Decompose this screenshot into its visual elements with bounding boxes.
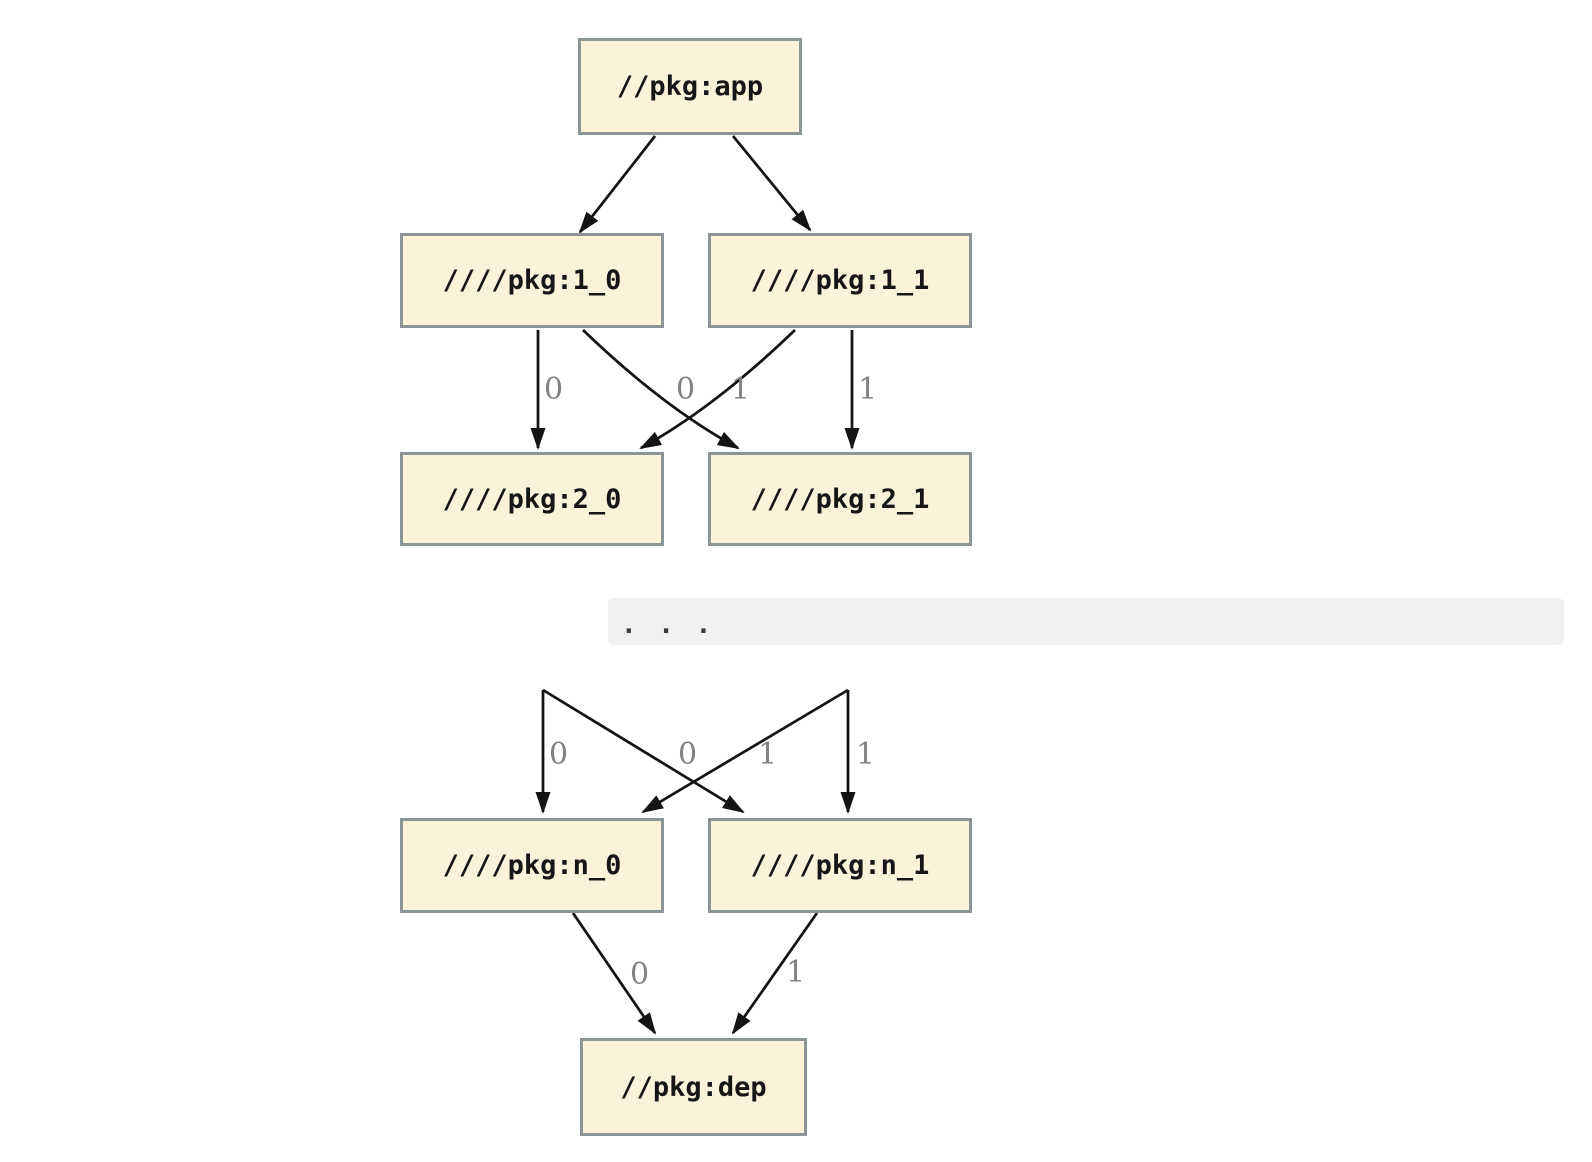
edge-label-ellipsis-n_0-b: 0: [678, 737, 698, 772]
edge-1_0-to-2_1: [582, 329, 740, 450]
edge-label-ellipsis-n_0-a: 0: [549, 737, 569, 772]
node-2_1: ////pkg:2_1: [708, 452, 972, 546]
edge-ellipsis-to-n_0-cross: [641, 688, 849, 814]
node-n_0: ////pkg:n_0: [400, 818, 664, 913]
edge-label-ellipsis-n_1-a: 1: [758, 737, 778, 772]
node-n_1: ////pkg:n_1: [708, 818, 972, 913]
edge-label-1_1-2_0: 0: [676, 372, 696, 407]
node-1_1: ////pkg:1_1: [708, 233, 972, 328]
edge-label-1_1-2_1: 1: [858, 372, 878, 407]
edge-ellipsis-to-n_1-cross: [542, 688, 745, 814]
node-app-label: //pkg:app: [616, 71, 764, 102]
node-1_0-label: ////pkg:1_0: [442, 265, 622, 296]
edge-app-to-1_1: [731, 135, 812, 232]
edge-label-n_0-dep: 0: [630, 957, 650, 992]
edge-label-n_1-dep: 1: [786, 955, 806, 990]
node-2_0: ////pkg:2_0: [400, 452, 664, 546]
node-1_0: ////pkg:1_0: [400, 233, 664, 328]
ellipsis-band: . . .: [608, 598, 1564, 645]
edge-1_1-to-2_0: [639, 329, 796, 450]
ellipsis-dots: . . .: [621, 609, 715, 640]
node-1_1-label: ////pkg:1_1: [750, 265, 930, 296]
edge-app-to-1_0: [578, 135, 657, 234]
node-2_1-label: ////pkg:2_1: [750, 483, 930, 515]
node-n_0-label: ////pkg:n_0: [442, 850, 622, 881]
node-n_1-label: ////pkg:n_1: [750, 850, 930, 881]
node-dep: //pkg:dep: [580, 1038, 807, 1136]
node-dep-label: //pkg:dep: [620, 1071, 767, 1103]
edge-label-1_0-2_0: 0: [544, 372, 564, 407]
node-2_0-label: ////pkg:2_0: [442, 483, 622, 515]
edge-label-1_0-2_1: 1: [731, 372, 751, 407]
edge-n_1-to-dep: [731, 912, 819, 1035]
node-app: //pkg:app: [578, 38, 802, 135]
edge-n_0-to-dep: [571, 912, 657, 1035]
edge-label-ellipsis-n_1-b: 1: [856, 737, 876, 772]
